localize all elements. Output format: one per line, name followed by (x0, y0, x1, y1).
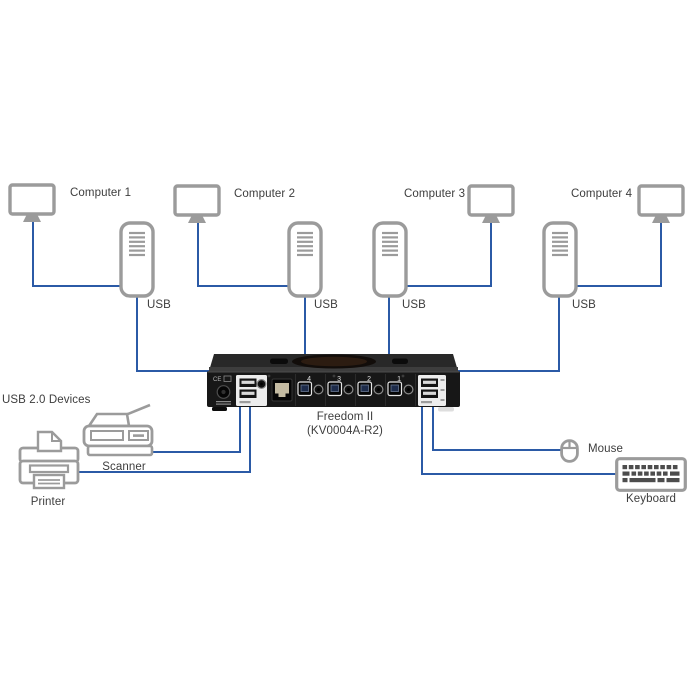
computer4-monitor-icon (637, 184, 685, 223)
mouse-label: Mouse (588, 443, 624, 455)
kvm-power-jack (216, 385, 231, 405)
kvm-port1-number: 1 (397, 376, 401, 383)
kvm-port4-number: 4 (307, 376, 311, 383)
cable-tower4-to-kvm (456, 294, 560, 372)
cable-kvm-to-scanner (150, 404, 241, 453)
printer-icon (18, 430, 80, 490)
computer3-usb-label: USB (402, 299, 426, 311)
kvm-switch-device: CE (207, 354, 460, 412)
kvm-ce-mark: CE (213, 377, 221, 383)
cable-kvm-to-mouse (432, 406, 562, 451)
keyboard-icon (615, 457, 687, 492)
computer2-tower-icon (287, 221, 323, 298)
kvm-top-lid (209, 354, 458, 371)
computer4-usb-label: USB (572, 299, 596, 311)
keyboard-label: Keyboard (625, 493, 677, 505)
usb-devices-group-label: USB 2.0 Devices (2, 394, 91, 406)
computer1-label: Computer 1 (70, 187, 132, 199)
printer-label: Printer (30, 496, 66, 508)
cable-monitor1-to-tower1 (32, 218, 122, 287)
computer2-monitor-icon (173, 184, 221, 223)
kvm-usb-hub-left (236, 375, 267, 406)
computer3-label: Computer 3 (404, 188, 466, 200)
kvm-model-name: Freedom II (316, 411, 374, 423)
mouse-icon (560, 439, 579, 463)
computer4-tower-icon (542, 221, 578, 298)
cable-kvm-to-printer (76, 404, 251, 473)
scanner-icon (82, 403, 154, 457)
kvm-regulatory-mark (223, 375, 232, 382)
cable-monitor4-to-tower4 (574, 218, 662, 287)
computer1-monitor-icon (8, 183, 56, 222)
computer2-usb-label: USB (314, 299, 338, 311)
kvm-port3-number: 3 (337, 376, 341, 383)
kvm-rj45-port (271, 378, 293, 402)
computer4-label: Computer 4 (571, 188, 633, 200)
kvm-port2-number: 2 (367, 376, 371, 383)
computer3-monitor-icon (467, 184, 515, 223)
kvm-computer-ports: 4 3 2 1 (295, 374, 416, 406)
cable-monitor2-to-tower2 (197, 218, 290, 287)
cable-kvm-to-keyboard (421, 406, 618, 475)
computer3-tower-icon (372, 221, 408, 298)
computer2-label: Computer 2 (234, 188, 296, 200)
kvm-model-number: (KV0004A-R2) (307, 425, 383, 437)
computer1-tower-icon (119, 221, 155, 298)
kvm-usb-hub-right (418, 375, 446, 406)
computer1-usb-label: USB (147, 299, 171, 311)
scanner-label: Scanner (102, 461, 146, 473)
cable-tower1-to-kvm (136, 294, 210, 372)
cable-monitor3-to-tower3 (404, 218, 492, 287)
